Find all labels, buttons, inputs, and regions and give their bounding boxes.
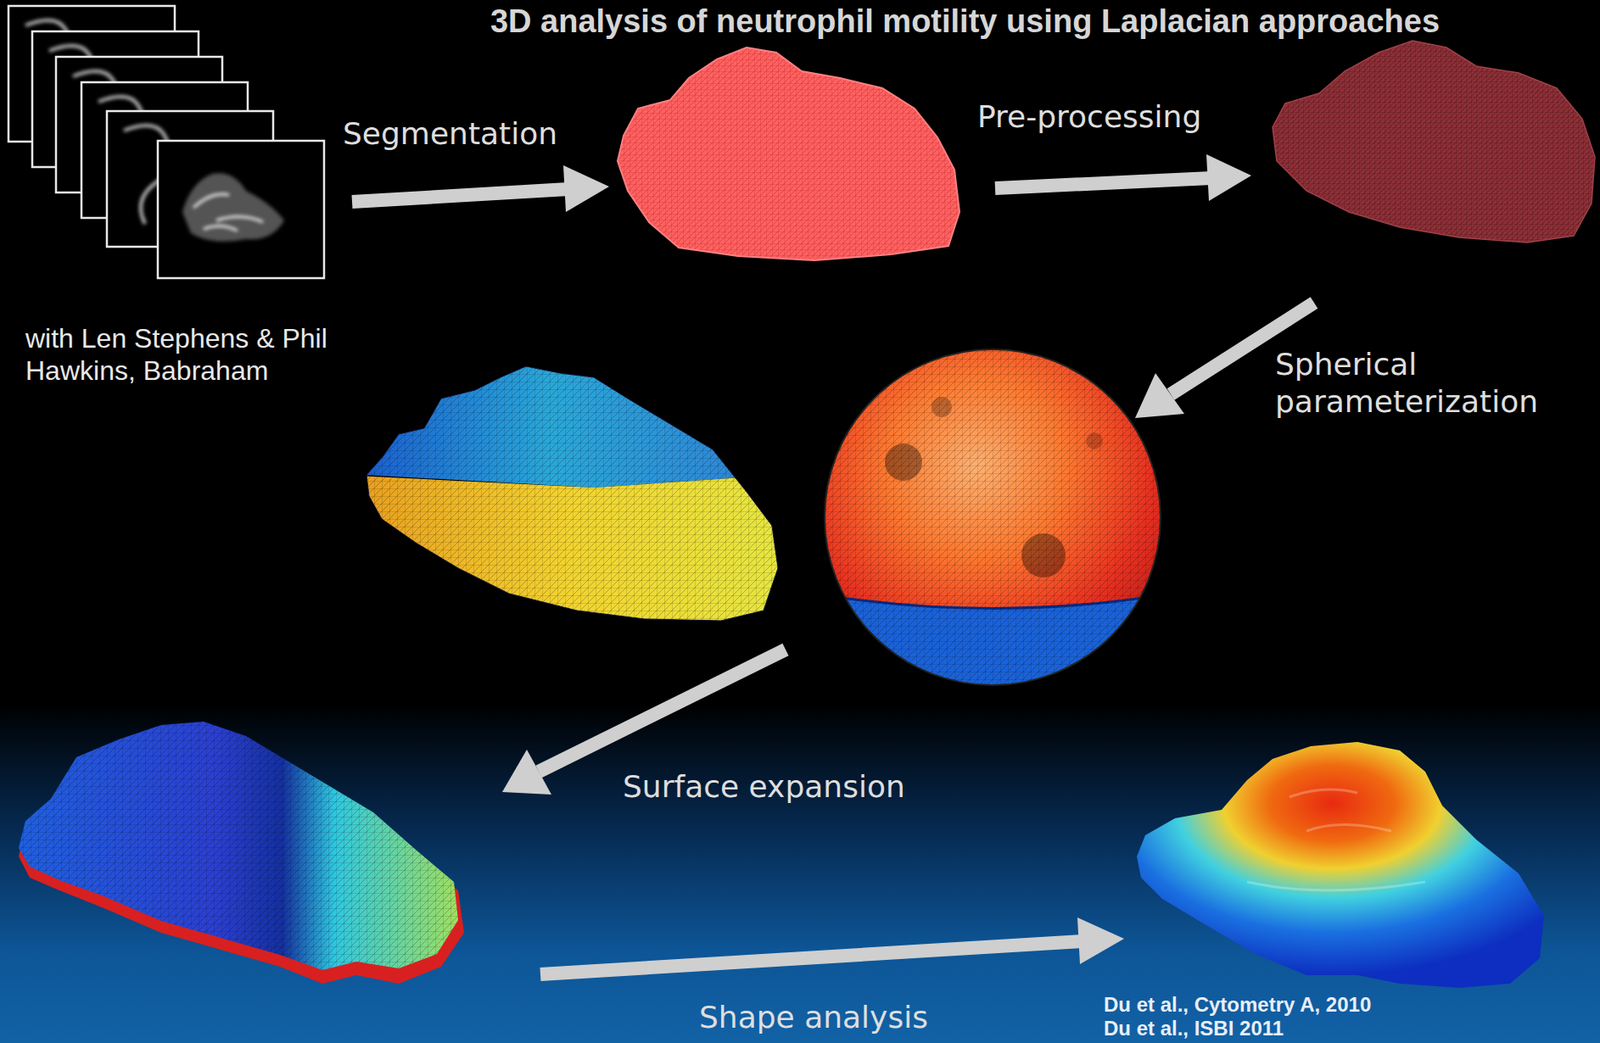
diagram-title: 3D analysis of neutrophil motility using… bbox=[335, 1, 1595, 41]
flow-arrow bbox=[352, 154, 1315, 975]
spherical-parameterization bbox=[814, 339, 1171, 696]
step-label: Surface expansion bbox=[622, 768, 906, 806]
shape-analysis-surface bbox=[1136, 742, 1545, 989]
image-stack bbox=[8, 5, 325, 279]
step-label: Pre-processing bbox=[977, 98, 1202, 136]
citation: Du et al., Cytometry A, 2010 bbox=[1103, 992, 1371, 1018]
segmented-mesh bbox=[617, 47, 960, 261]
credit-note: with Len Stephens & Phil Hawkins, Babrah… bbox=[25, 322, 391, 387]
citation: Du et al., ISBI 2011 bbox=[1103, 1016, 1284, 1041]
expanded-surface bbox=[18, 721, 465, 985]
partitioned-mesh bbox=[366, 366, 778, 621]
step-label: Segmentation bbox=[342, 115, 558, 153]
step-label: Spherical parameterization bbox=[1275, 346, 1589, 421]
preprocessed-mesh bbox=[1272, 40, 1595, 243]
step-label: Shape analysis bbox=[699, 999, 929, 1037]
